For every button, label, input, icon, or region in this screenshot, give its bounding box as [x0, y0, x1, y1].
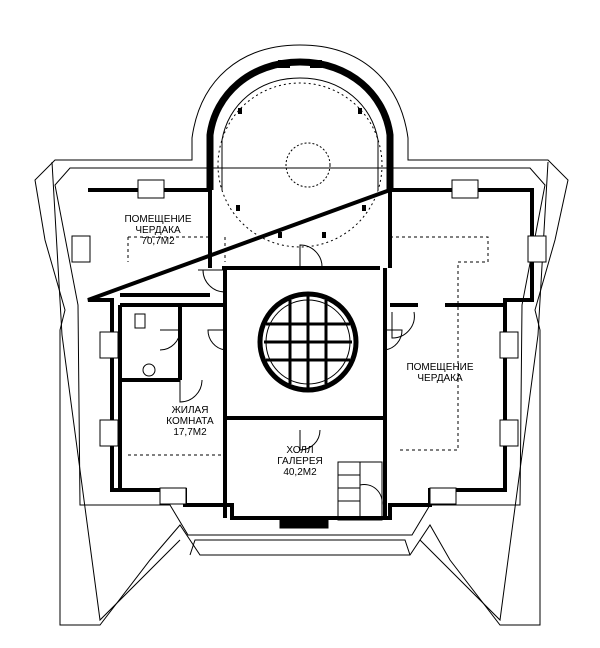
round-window: [257, 291, 359, 393]
window-left-2: [99, 331, 119, 359]
toilet-icon: [134, 313, 146, 329]
window-bottom-right: [429, 487, 457, 505]
window-left-1: [71, 235, 91, 263]
roof-outline: [34, 44, 569, 626]
room-name-line1: ПОМЕЩЕНИЕ: [124, 214, 192, 225]
room-label-hall: ХОЛЛ ГАЛЕРЕЯ 40,2М2: [255, 445, 345, 478]
door-hall: [299, 429, 321, 451]
attic-right-boundary: [390, 236, 489, 451]
window-right-1: [527, 235, 547, 263]
window-right-2: [499, 331, 519, 359]
dome-oculus: [285, 142, 331, 188]
window-left-3: [99, 419, 119, 447]
window-top-left: [137, 179, 165, 199]
apse-inner-line: [221, 77, 379, 190]
door-living: [179, 379, 203, 403]
room-area: 40,2М2: [283, 467, 317, 478]
door-attic-right: [391, 311, 415, 339]
window-right-3: [499, 419, 519, 447]
roof-bottom: [189, 539, 411, 556]
room-area: 70,7М2: [141, 236, 175, 247]
door-attic-left: [198, 269, 226, 293]
roof-left: [51, 161, 181, 622]
room-area: 17,7М2: [173, 427, 207, 438]
wc-wall: [118, 303, 225, 382]
door-dome: [299, 244, 323, 269]
room-label-attic-right: ПОМЕЩЕНИЕ ЧЕРДАКА: [390, 362, 490, 384]
roof-right: [419, 161, 549, 622]
washbasin-icon: [142, 363, 156, 377]
room-name-line2: ЧЕРДАКА: [417, 373, 463, 384]
stair: [337, 461, 383, 521]
door-center-left: [207, 329, 226, 351]
attic-left-boundary: [127, 236, 226, 262]
door-wc: [159, 329, 181, 351]
room-name-line1: ПОМЕЩЕНИЕ: [406, 362, 474, 373]
dome-circle: [217, 82, 383, 248]
window-bottom-left: [159, 487, 187, 505]
door-center-right: [384, 329, 403, 351]
room-label-living: ЖИЛАЯ КОМНАТА 17,7М2: [145, 405, 235, 438]
eave-inner: [54, 167, 546, 536]
inner-wall-frame: [208, 190, 392, 518]
window-top-right: [451, 179, 479, 199]
room-name-line2: ГАЛЕРЕЯ: [277, 456, 323, 467]
window-bottom-center: [279, 517, 329, 529]
room-name-line1: ХОЛЛ: [286, 445, 314, 456]
room-name-line2: КОМНАТА: [166, 416, 214, 427]
room-label-attic-left: ПОМЕЩЕНИЕ ЧЕРДАКА 70,7М2: [108, 214, 208, 247]
apse-outer-wall: [206, 58, 394, 190]
room-name-line1: ЖИЛАЯ: [171, 405, 209, 416]
room-name-line2: ЧЕРДАКА: [135, 225, 181, 236]
